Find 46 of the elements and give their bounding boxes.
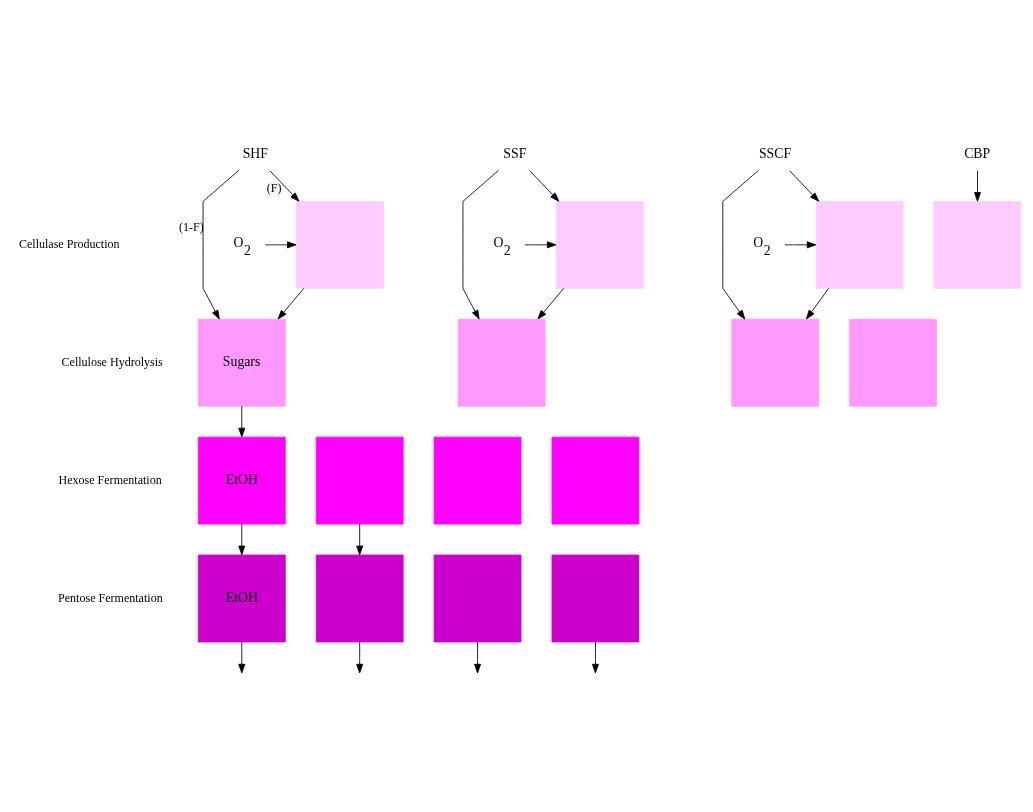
node-box xyxy=(315,436,404,524)
node-box xyxy=(551,436,640,524)
arrow xyxy=(356,523,364,555)
node-box xyxy=(849,318,938,407)
node-box xyxy=(315,554,404,642)
node-box: EtOH xyxy=(197,436,286,524)
node-box: EtOH xyxy=(197,554,286,642)
arrow xyxy=(806,287,830,319)
arrow xyxy=(277,287,305,319)
label: Cellulose Hydrolysis xyxy=(61,354,163,369)
arrow xyxy=(722,169,759,319)
node-box xyxy=(555,200,644,289)
arrow xyxy=(537,287,565,319)
arrow xyxy=(462,169,499,319)
node-box xyxy=(296,200,384,289)
label: Cellulase Production xyxy=(18,236,120,251)
arrow xyxy=(264,240,297,248)
node-box xyxy=(731,318,820,407)
arrow xyxy=(592,641,599,673)
arrow xyxy=(974,169,981,202)
edge-label: (F) xyxy=(266,180,282,195)
node-box: Sugars xyxy=(197,318,286,407)
node-box xyxy=(551,554,640,642)
node-box xyxy=(815,200,904,289)
node-text: CBP xyxy=(964,145,991,161)
arrow xyxy=(356,641,364,673)
arrow xyxy=(474,641,481,673)
node-box xyxy=(457,318,546,407)
label: Pentose Fermentation xyxy=(58,590,163,605)
arrow xyxy=(238,523,246,555)
arrow xyxy=(524,240,557,248)
node-text: SSF xyxy=(503,145,527,161)
arrow xyxy=(789,169,820,202)
arrow xyxy=(269,169,300,202)
node-text: SSCF xyxy=(758,145,792,161)
arrow xyxy=(238,641,246,673)
arrow xyxy=(202,169,240,319)
arrow xyxy=(784,240,817,248)
arrow xyxy=(529,169,560,202)
node-text: SHF xyxy=(242,145,268,161)
edge-label: (1-F) xyxy=(178,219,204,234)
label: Hexose Fermentation xyxy=(58,472,162,487)
arrow xyxy=(238,405,246,437)
node-box xyxy=(433,554,522,642)
node-box xyxy=(933,200,1022,289)
node-box xyxy=(433,436,522,524)
